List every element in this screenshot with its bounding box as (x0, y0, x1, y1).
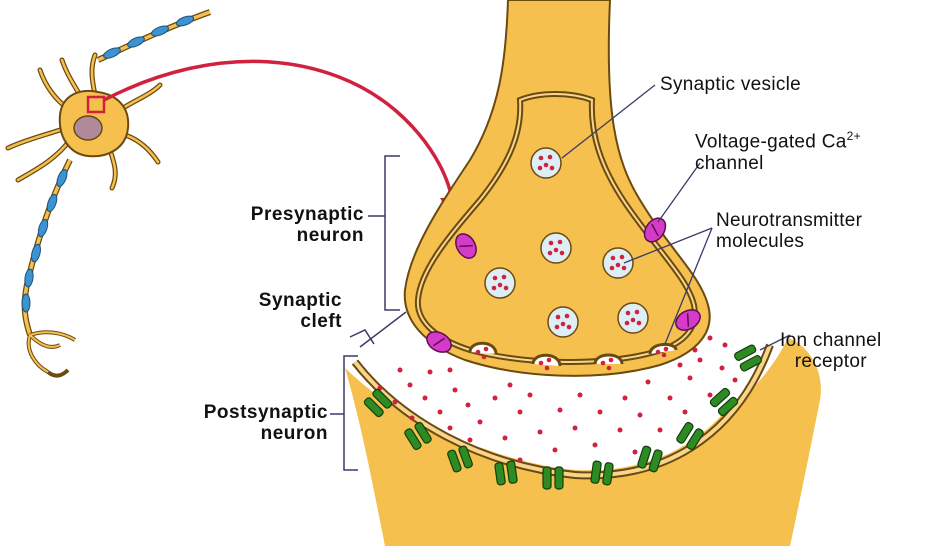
postsynaptic-label-line1: Postsynaptic (203, 402, 328, 423)
ca-channel-superscript: 2+ (846, 129, 861, 143)
ion-channel (404, 421, 432, 451)
myelin-lower (21, 169, 68, 313)
leader-lines (561, 84, 791, 351)
postsynaptic-label: Postsynaptic neuron (146, 402, 328, 445)
synaptic-cleft-label-line1: Synaptic (258, 290, 342, 311)
postsynaptic-label-line2: neuron (260, 423, 328, 445)
postsynaptic-neuron (345, 338, 821, 546)
ion-channel (590, 460, 614, 486)
ion-channel-label: Ion channel receptor (780, 330, 882, 373)
presynaptic-terminal (403, 0, 711, 377)
synaptic-vesicle-label: Synaptic vesicle (660, 74, 801, 95)
presynaptic-bracket (384, 155, 400, 311)
neurotransmitter-label-line2: molecules (716, 231, 805, 253)
synaptic-cleft-label: Synaptic cleft (196, 290, 342, 333)
synaptic-vesicle-label-text: Synaptic vesicle (660, 74, 802, 95)
cleft-bracket (359, 311, 407, 348)
neurotransmitter-molecules (377, 335, 738, 463)
ion-channel-label-line2: receptor (794, 351, 867, 373)
vesicle-contents (491, 154, 642, 330)
ca-channel-label-line2: channel (695, 152, 764, 174)
nucleus (73, 115, 103, 141)
presynaptic-label-line2: neuron (296, 225, 364, 247)
presynaptic-label-line1: Presynaptic (250, 204, 364, 225)
ion-channel-receptors (363, 344, 762, 490)
fusing-vesicles (468, 341, 678, 371)
zoom-region-marker (86, 95, 106, 114)
presynaptic-label: Presynaptic neuron (196, 204, 364, 247)
ca-channel-label-line1: Voltage-gated Ca (695, 131, 847, 153)
ion-channel (734, 344, 762, 372)
postsynaptic-bracket (343, 355, 358, 471)
ca-channel (675, 309, 701, 331)
ion-channel-label-line1: Ion channel (780, 330, 882, 351)
ion-channel (494, 460, 518, 486)
ion-channel (542, 466, 564, 490)
synaptic-cleft-label-line2: cleft (300, 311, 342, 333)
ca-channel (455, 233, 477, 259)
neuron-overview (5, 9, 212, 378)
ca-channel-label: Voltage-gated Ca2+ channel (695, 129, 861, 174)
ion-channel (709, 387, 739, 417)
ca-channel (426, 331, 452, 353)
neurotransmitter-label: Neurotransmitter molecules (716, 210, 862, 253)
ca-channels (426, 217, 701, 353)
ion-channel (363, 388, 393, 418)
neurotransmitter-label-line1: Neurotransmitter (716, 210, 863, 231)
ion-channel (447, 445, 473, 473)
ca-channel (643, 217, 667, 243)
ion-channel (637, 445, 663, 473)
myelin-upper (103, 15, 195, 59)
ion-channel (676, 421, 704, 451)
brackets (330, 155, 407, 471)
axon-lower (21, 158, 73, 336)
